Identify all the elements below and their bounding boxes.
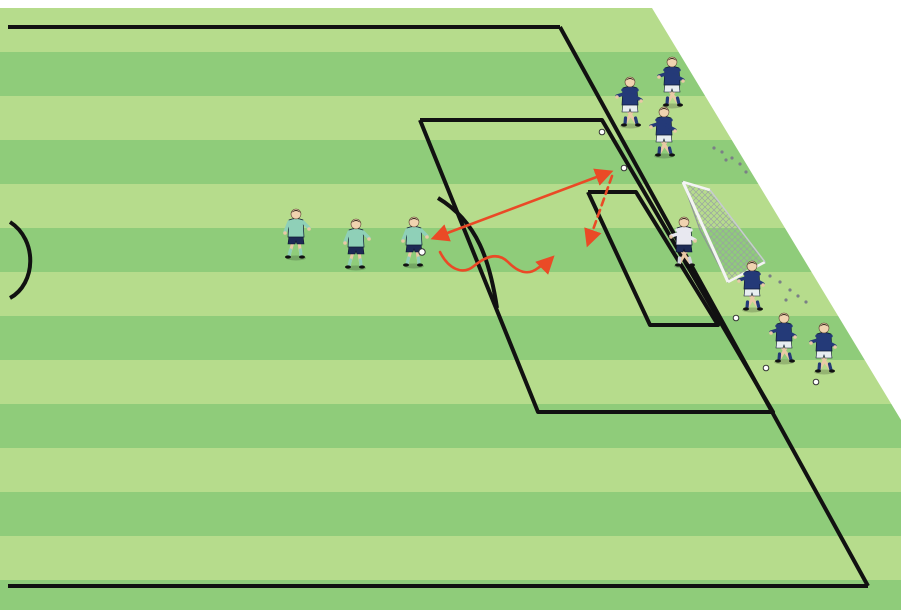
grass-stripe [0,316,901,360]
spare-ball [763,365,769,371]
grass-stripe [0,272,901,316]
grass-stripe [0,448,901,492]
spare-ball [621,165,627,171]
spare-ball [733,315,739,321]
grass-stripe [0,536,901,580]
spare-ball [813,379,819,385]
match-ball [419,249,425,255]
grass-stripe [0,492,901,536]
spare-ball [599,129,605,135]
